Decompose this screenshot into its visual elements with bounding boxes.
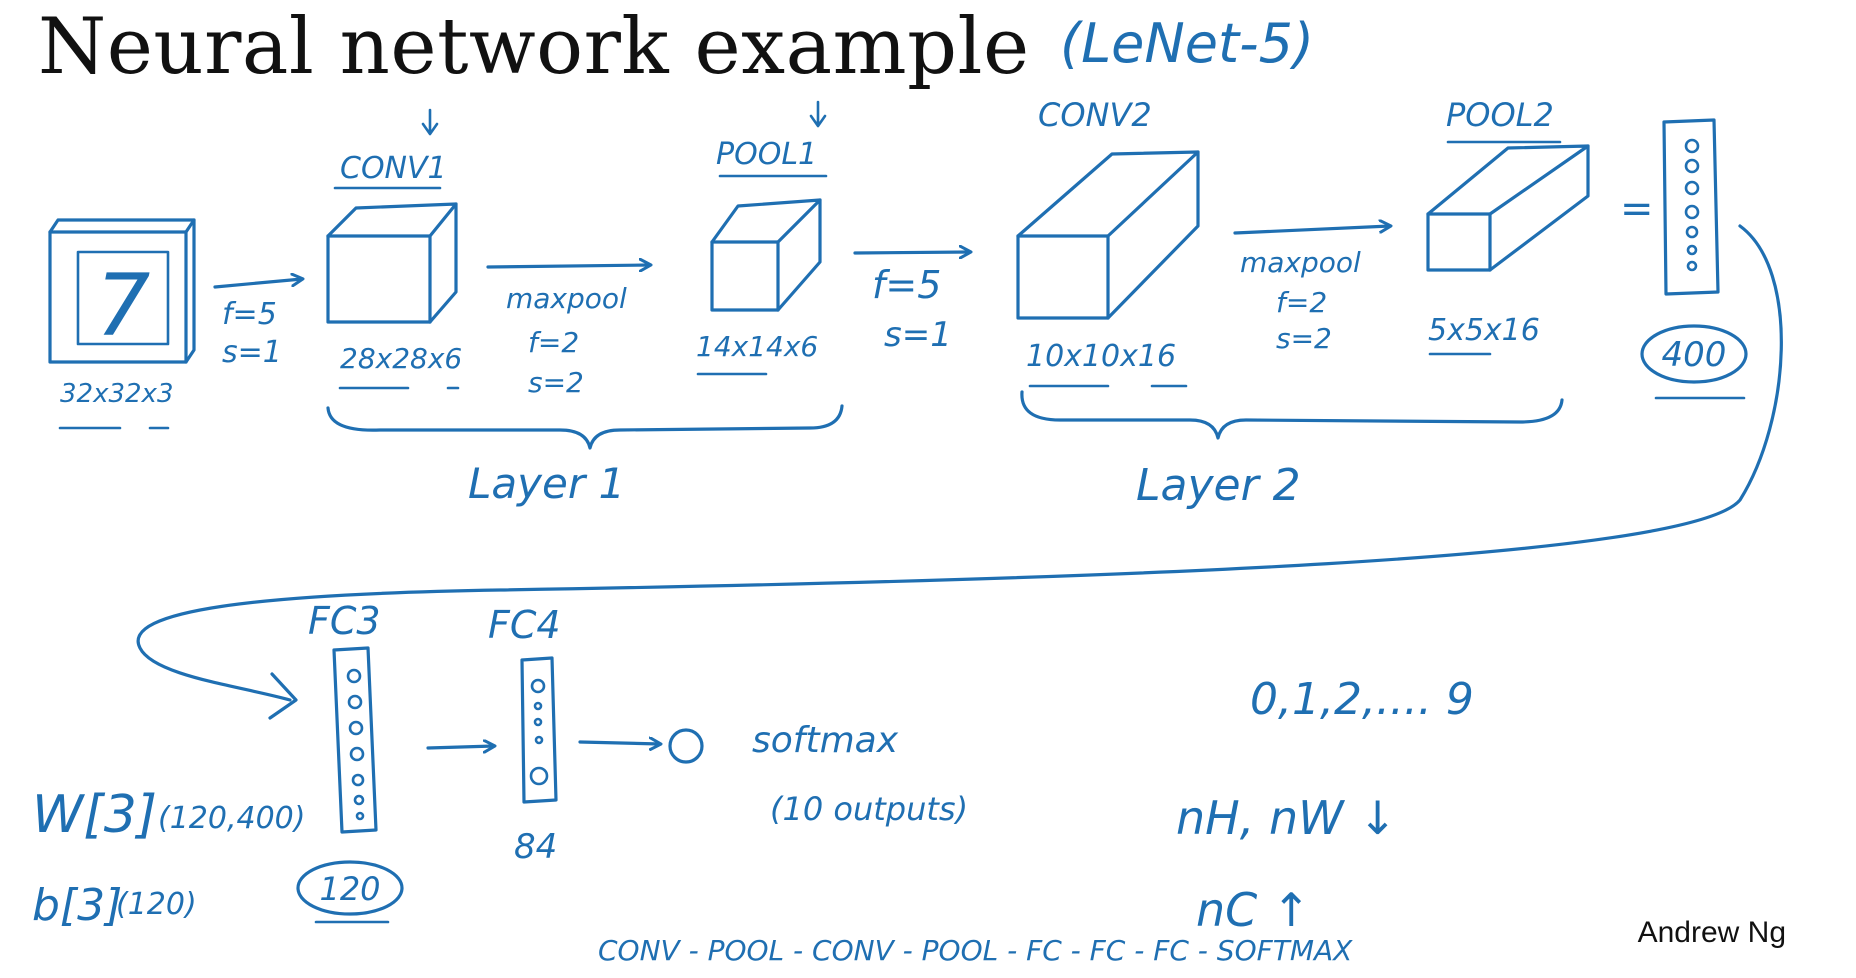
author-credit: Andrew Ng <box>1637 916 1786 949</box>
pool2-f: f=2 <box>1276 286 1327 319</box>
conv2-label: CONV2 <box>1038 96 1152 134</box>
softmax-note: (10 outputs) <box>770 790 968 828</box>
pool2-dims: 5x5x16 <box>1428 313 1540 348</box>
conv1-dims: 28x28x6 <box>340 342 462 375</box>
flatten-count: 400 <box>1662 335 1727 375</box>
input-glyph: 7 <box>96 256 151 356</box>
layer1-label: Layer 1 <box>468 459 625 508</box>
arrow-fc4-output <box>578 742 660 744</box>
fc3-count: 120 <box>319 870 380 908</box>
arrow-conv1-pool1 <box>486 265 650 267</box>
conv1-label: CONV1 <box>340 151 447 186</box>
input-volume: 7 <box>48 218 196 364</box>
conv2-volume <box>1016 150 1200 320</box>
output-node <box>668 728 704 764</box>
step1-f: f=5 <box>222 297 277 332</box>
softmax-label: softmax <box>752 720 899 761</box>
connector-arrowhead <box>268 672 298 720</box>
architecture-sequence: CONV - POOL - CONV - POOL - FC - FC - FC… <box>598 934 1353 967</box>
input-dims: 32x32x3 <box>60 379 173 409</box>
fc4-count: 84 <box>514 827 557 867</box>
pool1-s: s=2 <box>528 366 584 399</box>
weights-b-shape: (120) <box>116 887 197 922</box>
fc3-label: FC3 <box>308 599 381 643</box>
equals-sign: = <box>1620 186 1654 232</box>
connector-flatten-fc3 <box>136 224 1783 702</box>
fc3-vector <box>332 646 378 834</box>
pool1-volume <box>710 198 822 312</box>
pool2-volume <box>1426 144 1590 272</box>
arrow-fc3-fc4 <box>426 746 494 748</box>
pool2-label: POOL2 <box>1446 96 1554 134</box>
classes-label: 0,1,2,.... 9 <box>1250 674 1474 725</box>
count-120-circle <box>296 860 404 916</box>
layer2-brace <box>1020 390 1564 440</box>
layer2-label: Layer 2 <box>1136 460 1301 511</box>
pool1-f: f=2 <box>528 326 579 359</box>
flatten-vector <box>1662 118 1720 296</box>
fc4-vector <box>520 656 558 804</box>
count-400-circle <box>1640 324 1748 384</box>
page-title: Neural network example <box>38 2 1030 92</box>
arrow-pool1-conv2 <box>853 252 970 253</box>
conv1-volume <box>326 202 458 324</box>
pool1-dims: 14x14x6 <box>696 330 818 363</box>
pool1-label: POOL1 <box>716 137 817 172</box>
conv2-dims: 10x10x16 <box>1026 339 1176 374</box>
step2-s: s=1 <box>884 315 952 355</box>
layer1-brace <box>326 404 844 450</box>
step1-s: s=1 <box>222 335 282 370</box>
trend-spatial: nH, nW ↓ <box>1176 791 1397 845</box>
subtitle: (LeNet-5) <box>1060 12 1314 75</box>
weights-w: W[3] <box>32 785 157 845</box>
pool2-s: s=2 <box>1276 322 1332 355</box>
trend-channels: nC ↑ <box>1196 883 1310 937</box>
arrow-conv2-pool2 <box>1233 226 1390 235</box>
arrow-input-conv1 <box>213 279 302 289</box>
fc4-label: FC4 <box>488 603 561 647</box>
weights-w-shape: (120,400) <box>158 801 305 836</box>
pool1-op: maxpool <box>506 282 627 315</box>
weights-b: b[3] <box>32 880 122 931</box>
pool2-op: maxpool <box>1240 246 1361 279</box>
step2-f: f=5 <box>872 263 941 307</box>
